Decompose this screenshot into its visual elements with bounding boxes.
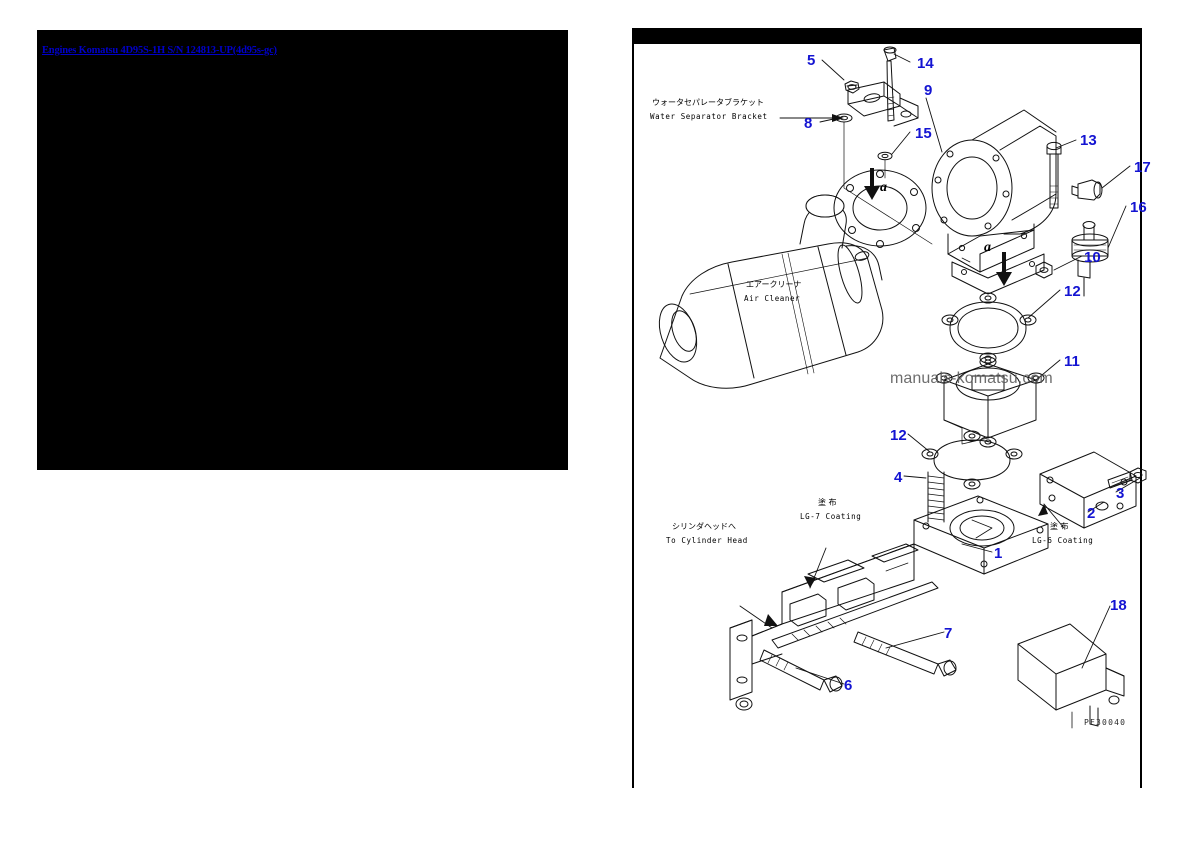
arrow-lg6 <box>1038 504 1048 516</box>
callout-number-2: 2 <box>1087 505 1096 522</box>
part-12-gasket-middle <box>941 292 1037 364</box>
callout-number-12b: 12 <box>890 427 907 444</box>
arrow-water-separator <box>832 114 844 122</box>
callout-number-6: 6 <box>844 677 853 694</box>
part-17-fitting <box>1071 179 1103 201</box>
label-cylinder-head-jp: シリンダヘッドへ <box>672 522 736 531</box>
label-lg6-coating-en: LG-6 Coating <box>1032 536 1094 545</box>
callout-number-17: 17 <box>1134 159 1151 176</box>
part-1-intake-manifold <box>729 495 1049 711</box>
diagram-left-border <box>632 44 634 788</box>
callout-number-8: 8 <box>804 115 813 132</box>
label-lg7-coating-en: LG-7 Coating <box>800 512 862 521</box>
callout-number-18: 18 <box>1110 597 1127 614</box>
part-14-bolt <box>883 46 897 122</box>
callout-number-7: 7 <box>944 625 953 642</box>
document-preview-panel: Engines Komatsu 4D95S-1H S/N 124813-UP(4… <box>37 30 568 470</box>
part-6-bolt <box>759 649 843 693</box>
label-water-separator-jp: ウォータセパレータブラケット <box>652 98 764 107</box>
part-9-elbow-housing <box>931 109 1057 295</box>
callout-number-14: 14 <box>917 55 934 72</box>
section-marker-a-lower: a <box>984 240 991 255</box>
water-separator-bracket-part <box>847 81 919 127</box>
label-air-cleaner-en: Air Cleaner <box>744 294 801 303</box>
callout-number-16: 16 <box>1130 199 1147 216</box>
air-cleaner-part <box>658 194 884 389</box>
part-7-bolt <box>853 631 957 677</box>
part-12b-gasket-lower <box>921 430 1023 490</box>
part-4-spring <box>927 471 945 523</box>
part-15-washer <box>877 151 893 161</box>
diagram-drawing <box>658 46 1147 729</box>
label-lg6-coating-jp: 塗 布 <box>1050 522 1069 531</box>
label-cylinder-head-en: To Cylinder Head <box>666 536 748 545</box>
drawing-code-label: PF30040 <box>1084 718 1127 727</box>
parts-diagram-panel: ウォータセパレータブラケット Water Separator Bracket エ… <box>632 28 1152 788</box>
part-5-nut <box>844 80 860 94</box>
arrow-cylinder-head <box>764 614 778 626</box>
callout-number-12: 12 <box>1064 283 1081 300</box>
part-16-sensor <box>1071 221 1109 297</box>
section-arrows <box>864 168 1012 286</box>
part-3-bolt <box>1107 467 1147 489</box>
part-2-cover-plate <box>1039 451 1137 529</box>
callout-number-13: 13 <box>1080 132 1097 149</box>
part-18-heater <box>1017 623 1125 729</box>
callout-number-3: 3 <box>1116 485 1125 502</box>
diagram-right-border <box>1140 44 1142 788</box>
label-water-separator-en: Water Separator Bracket <box>650 112 768 121</box>
arrow-lg7 <box>804 576 816 588</box>
document-title-link[interactable]: Engines Komatsu 4D95S-1H S/N 124813-UP(4… <box>42 45 277 56</box>
callout-number-1: 1 <box>994 545 1003 562</box>
callout-number-4: 4 <box>894 469 903 486</box>
callout-number-15: 15 <box>915 125 932 142</box>
part-11-spacer-block <box>935 356 1045 448</box>
callout-number-10: 10 <box>1084 249 1101 266</box>
label-air-cleaner-jp: エアークリーナ <box>746 280 802 289</box>
callout-number-5: 5 <box>807 52 816 69</box>
section-marker-a-upper: a <box>880 180 887 195</box>
diagram-top-bar <box>632 28 1142 44</box>
label-lg7-coating-jp: 塗 布 <box>818 498 837 507</box>
part-10-nut <box>1035 261 1053 279</box>
callout-number-9: 9 <box>924 82 933 99</box>
callout-number-11: 11 <box>1064 353 1080 370</box>
